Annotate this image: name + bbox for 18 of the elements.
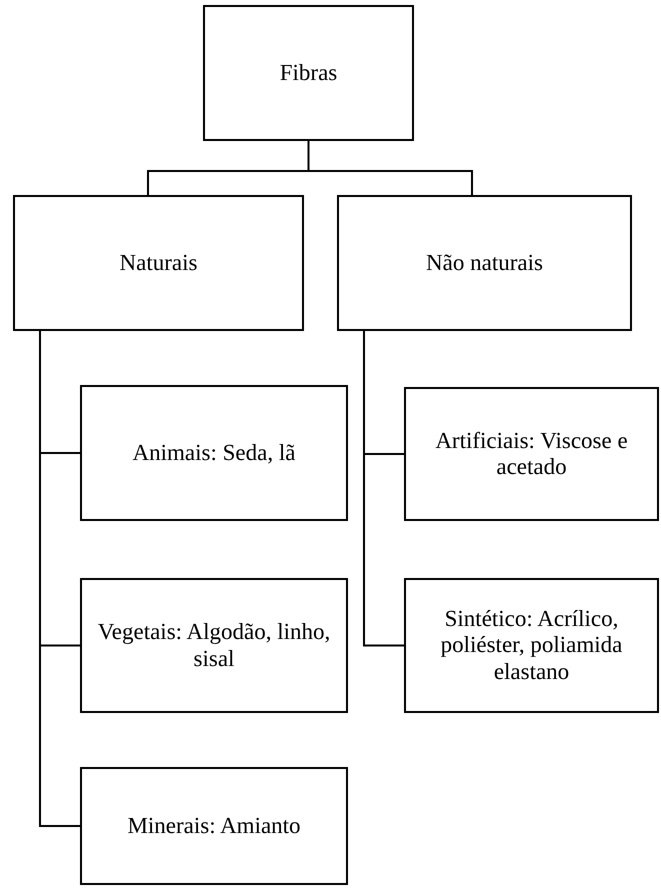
connector-line xyxy=(363,331,404,646)
category-box xyxy=(404,578,659,713)
category-box xyxy=(80,385,348,521)
node-label: Fibras xyxy=(278,60,338,86)
node-label: Não naturais xyxy=(425,250,544,276)
node-label: Minerais: Amianto xyxy=(126,812,302,840)
category-box xyxy=(80,578,348,713)
category-box xyxy=(337,195,632,331)
category-box xyxy=(80,767,348,885)
node-label: Sintético: Acrílico, poliéster, poliamida elastano xyxy=(440,606,624,686)
node-label: Naturais xyxy=(118,250,198,276)
node-label: Artificiais: Viscose e acetado xyxy=(434,428,629,480)
category-box xyxy=(13,195,304,331)
node-label: Animais: Seda, lã xyxy=(132,440,296,466)
node-label: Vegetais: Algodão, linho, sisal xyxy=(96,619,332,672)
category-box xyxy=(203,5,414,141)
connector-line xyxy=(308,141,473,195)
category-box xyxy=(404,387,659,521)
